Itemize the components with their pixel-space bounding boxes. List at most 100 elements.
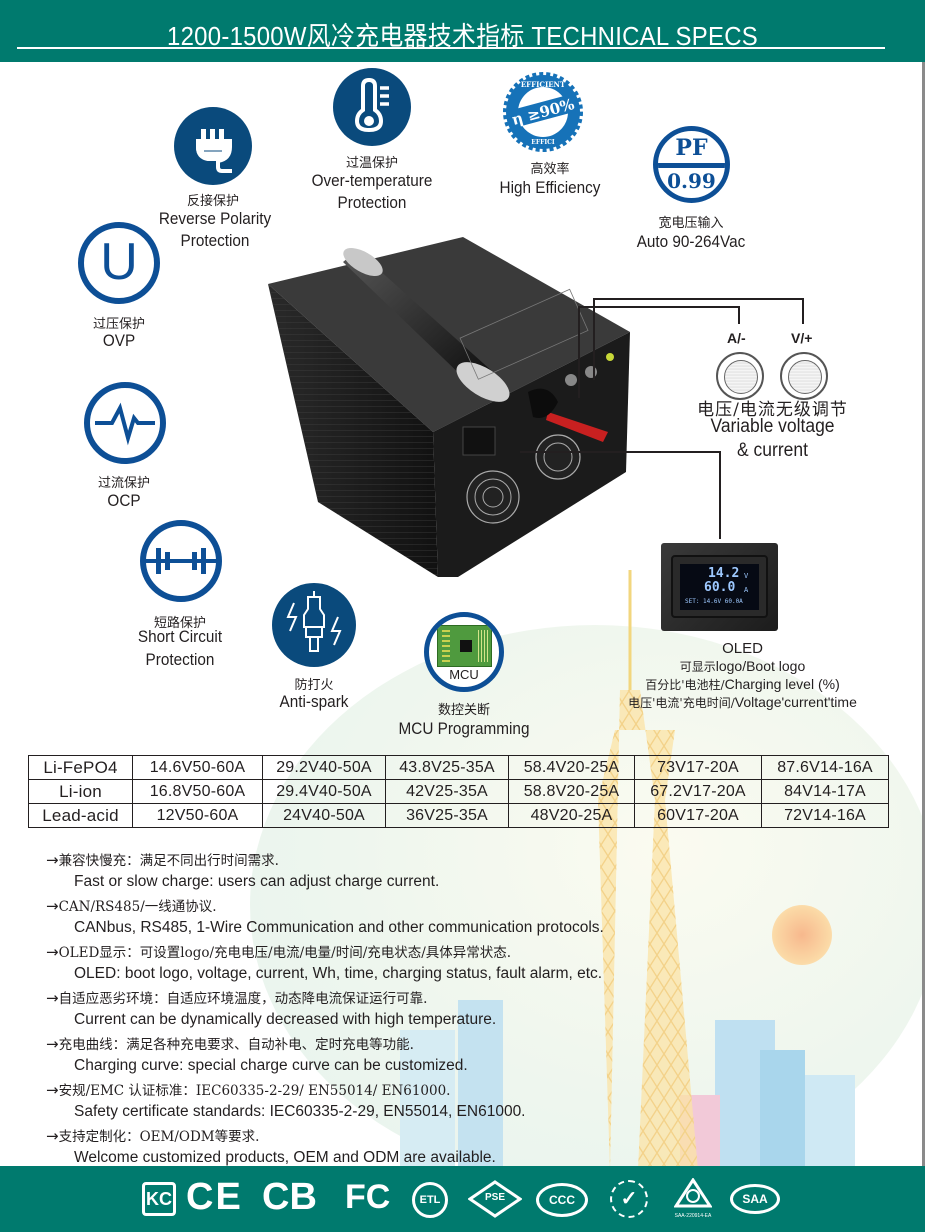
svg-text:EFFICIENT: EFFICIENT [521,80,566,89]
feature-en-label: Anti-spark [279,692,349,711]
arrow-icon: → [46,897,59,915]
voltage-knob-label: V/+ [791,330,813,346]
bullet-en: CANbus, RS485, 1-Wire Communication and … [74,919,604,936]
background-building [760,1050,805,1170]
short-circuit-icon [140,520,222,602]
pse-mark-icon: PSE [467,1180,523,1218]
table-cell: 60V17-20A [634,803,762,828]
background-building [400,1030,455,1170]
arrow-icon: → [46,943,59,961]
feature-en-label: MCU Programming [398,719,530,738]
spark-plug-icon [272,583,356,667]
leader-line [520,451,720,453]
table-cell: 48V20-25A [508,803,635,828]
leader-line [738,306,740,324]
feature-cn-label: 短路保护 [153,616,206,631]
table-cell: 24V40-50A [262,803,386,828]
table-cell: 29.4V40-50A [262,779,386,804]
feature-cn-label: 过压保护 [92,317,145,332]
voltage-adjust-knob[interactable] [780,352,828,400]
mcu-chip-icon: MCU [424,612,504,692]
page-title: 1200-1500W风冷充电器技术指标 TECHNICAL SPECS [167,21,758,51]
ccc-mark-icon: CCC [536,1183,588,1217]
oled-display-photo: 14.2 V 60.0 A SET: 14.6V 60.0A [661,543,778,631]
cb-mark-icon: CB [262,1176,317,1218]
kc-mark-icon: KC [142,1182,176,1216]
table-cell: 29.2V40-50A [262,755,386,780]
oled-desc-cn: 百分比'电池柱/ [645,678,725,692]
feature-en-label: High Efficiency [499,178,601,197]
background-sun [772,905,832,965]
table-cell: 87.6V14-16A [761,755,889,780]
table-cell: 58.8V20-25A [508,779,635,804]
feature-en-label: OVP [102,331,136,350]
voltage-u-icon: U [78,222,160,304]
bullet-item: →安规/EMC 认证标准：IEC60335-2-29/ EN55014/ EN6… [46,1080,746,1122]
oled-desc-line: 电压'电流'充电时间/Voltage'current'time [560,693,925,712]
table-row: Lead-acid 12V50-60A 24V40-50A 36V25-35A … [28,803,889,828]
spec-table: Li-FePO4 14.6V50-60A 29.2V40-50A 43.8V25… [28,755,889,828]
feature-cn-label: 防打火 [294,678,334,693]
pf-value: 0.99 [667,169,716,193]
feature-en-label: Protection [180,231,250,250]
leader-line [593,298,803,300]
bullet-cn: 支持定制化：OEM/ODM等要求. [58,1129,260,1145]
feature-cn-label: 高效率 [530,162,570,177]
u-glyph: U [100,233,138,291]
oled-voltage-unit: V [744,572,749,580]
thermometer-icon [333,68,411,146]
bullet-en: Charging curve: special charge curve can… [74,1057,468,1074]
knob-caption-en: & current [737,440,808,461]
page-header: 1200-1500W风冷充电器技术指标 TECHNICAL SPECS [0,0,925,62]
saa-mark-icon: SAA [730,1184,780,1214]
arrow-icon: → [46,1081,59,1099]
oled-title: OLED [722,640,763,657]
table-cell: 58.4V20-25A [508,755,635,780]
ce-mark-icon: CE [186,1176,243,1218]
feature-cn-label: 宽电压输入 [658,216,724,231]
leader-line [802,298,804,324]
table-cell: 72V14-16A [761,803,889,828]
fcc-mark-icon: FC [345,1178,391,1216]
bullet-en: Current can be dynamically decreased wit… [74,1011,497,1028]
oled-desc-en: Voltage'current'time [734,694,857,710]
background-tower-illustration [598,570,698,1170]
background-building [458,1000,503,1170]
current-adjust-knob[interactable] [716,352,764,400]
bullet-cn: 自适应恶劣环境：自适应环境温度，动态降电流保证运行可靠. [58,991,428,1007]
table-row: Li-FePO4 14.6V50-60A 29.2V40-50A 43.8V25… [28,755,889,780]
oled-current-unit: A [744,586,749,594]
table-cell: 67.2V17-20A [634,779,762,804]
feature-en-label: Protection [337,193,407,212]
bullet-en: OLED: boot logo, voltage, current, Wh, t… [74,965,603,982]
arrow-icon: → [46,1035,59,1053]
oled-screen: 14.2 V 60.0 A SET: 14.6V 60.0A [680,564,759,610]
feature-en-label: Short Circuit [137,627,223,646]
background-building [805,1075,855,1170]
table-row: Li-ion 16.8V50-60A 29.4V40-50A 42V25-35A… [28,779,889,804]
pf-label: PF [675,135,708,161]
table-cell: 12V50-60A [132,803,263,828]
knob-caption-cn: 电压/电流无级调节 [697,400,848,420]
battery-type: Li-ion [28,779,133,804]
bullet-item: →兼容快慢充：满足不同出行时间需求. Fast or slow charge: … [46,850,746,892]
pse-text: PSE [484,1192,505,1203]
power-factor-icon: PF 0.99 [653,126,730,203]
feature-cn-label: 过温保护 [345,156,398,171]
efficiency-seal-icon: EFFICIENT η ≥90% EFFICI [503,72,583,152]
table-cell: 84V14-17A [761,779,889,804]
feature-cn-label: 过流保护 [97,476,150,491]
current-wave-icon [84,382,166,464]
feature-cn-label: 反接保护 [186,194,239,209]
rohs-laurel-icon: ✓ [610,1180,648,1218]
bullet-item: →充电曲线：满足各种充电要求、自动补电、定时充电等功能. Charging cu… [46,1034,746,1076]
etl-mark-icon: ETL [412,1182,448,1218]
bullet-cn: CAN/RS485/一线通协议. [58,899,217,915]
arrow-icon: → [46,989,59,1007]
bullet-cn: 安规/EMC 认证标准：IEC60335-2-29/ EN55014/ EN61… [58,1083,451,1099]
battery-type: Li-FePO4 [28,755,133,780]
oled-desc-line: 可显示logo/Boot logo [560,657,925,676]
oled-voltage: 14.2 [708,566,740,581]
table-cell: 16.8V50-60A [132,779,263,804]
feature-bullet-list: →兼容快慢充：满足不同出行时间需求. Fast or slow charge: … [46,850,746,1172]
